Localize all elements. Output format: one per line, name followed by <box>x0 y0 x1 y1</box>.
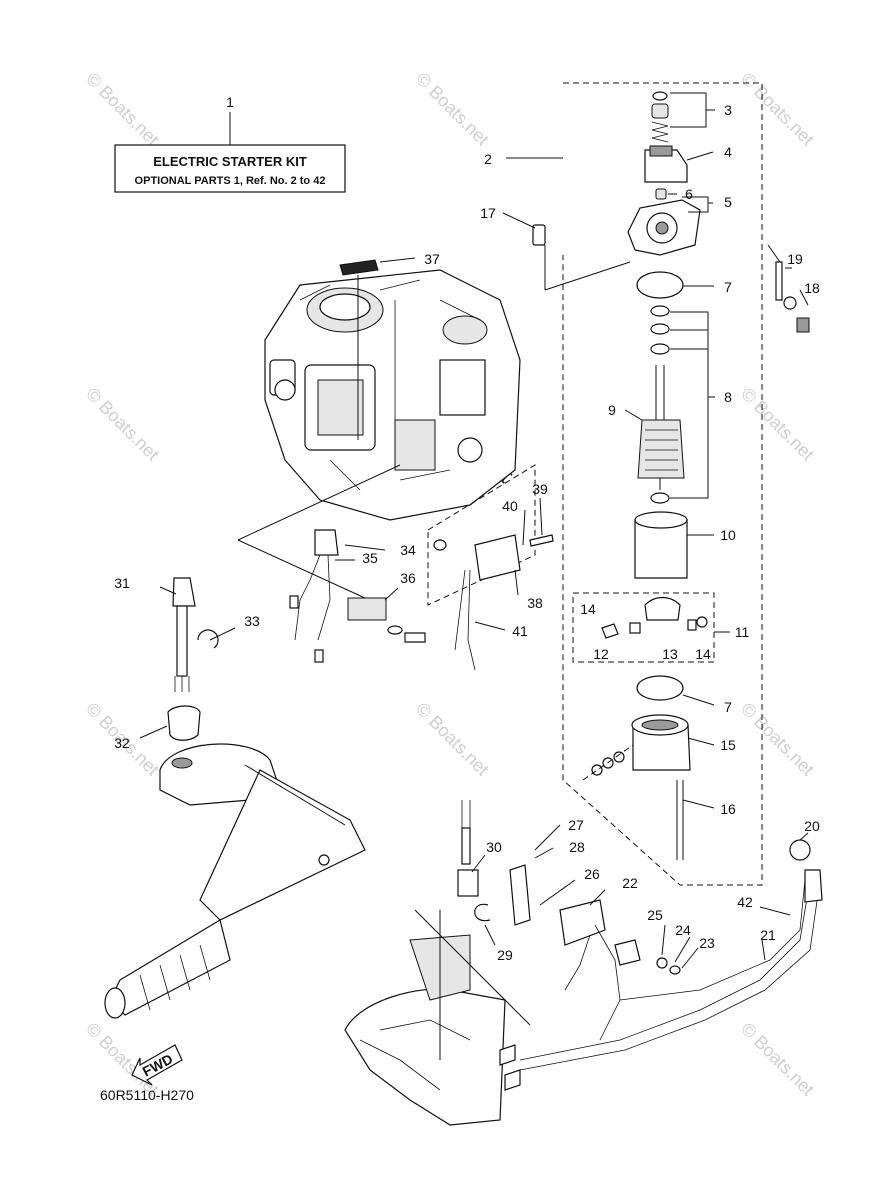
part-number-36: 36 <box>400 570 416 586</box>
watermark: © Boats.net <box>412 699 493 780</box>
part-number-17: 17 <box>480 205 496 221</box>
part-number-35: 35 <box>362 550 378 566</box>
part-number-7: 7 <box>724 279 732 295</box>
part-number-12: 12 <box>593 646 609 662</box>
part-number-14: 14 <box>580 601 596 617</box>
part-number-23: 23 <box>699 935 715 951</box>
watermark: © Boats.net <box>412 69 493 150</box>
watermark: © Boats.net <box>82 384 163 465</box>
part-number-20: 20 <box>804 818 820 834</box>
part-number-39: 39 <box>532 481 548 497</box>
part-number-26: 26 <box>584 866 600 882</box>
part-number-40: 40 <box>502 498 518 514</box>
part-number-8: 8 <box>724 389 732 405</box>
part-number-28: 28 <box>569 839 585 855</box>
part-number-25: 25 <box>647 907 663 923</box>
watermark: © Boats.net <box>82 69 163 150</box>
brush-holder-outline <box>572 592 715 663</box>
part-number-7-second: 7 <box>724 699 732 715</box>
engine-block <box>264 269 521 521</box>
part-number-10: 10 <box>720 527 736 543</box>
part-number-24: 24 <box>675 922 691 938</box>
part-number-11: 11 <box>735 624 750 640</box>
watermark: © Boats.net <box>737 1019 818 1100</box>
part-number-34: 34 <box>400 542 416 558</box>
part-number-21: 21 <box>760 927 776 943</box>
part-number-4: 4 <box>724 144 732 160</box>
part-number-37: 37 <box>424 251 440 267</box>
watermark: © Boats.net <box>737 69 818 150</box>
watermark: © Boats.net <box>737 384 818 465</box>
part-number-38: 38 <box>527 595 543 611</box>
kit-label-box: ELECTRIC STARTER KIT OPTIONAL PARTS 1, R… <box>114 112 346 193</box>
part-number-15: 15 <box>720 737 736 753</box>
part-number-27: 27 <box>568 817 584 833</box>
figure-code: 60R5110-H270 <box>100 1087 194 1103</box>
part-number-3: 3 <box>724 102 732 118</box>
part-number-16: 16 <box>720 801 736 817</box>
starter-kit-outline <box>562 82 763 886</box>
part-number-1: 1 <box>226 94 234 110</box>
kit-subtitle: OPTIONAL PARTS 1, Ref. No. 2 to 42 <box>135 175 326 187</box>
left-parts <box>167 259 426 741</box>
starter-assembly <box>532 91 810 860</box>
kit-title: ELECTRIC STARTER KIT <box>153 154 307 169</box>
part-number-13: 13 <box>662 646 678 662</box>
part-number-22: 22 <box>622 875 638 891</box>
part-number-6: 6 <box>685 186 693 202</box>
part-number-30: 30 <box>486 839 502 855</box>
part-number-18: 18 <box>804 280 820 296</box>
part-numbers: 1 2 3 4 5 6 7 8 9 10 11 12 13 14 14 15 1… <box>114 94 820 963</box>
cdi-unit <box>427 464 554 671</box>
part-number-19: 19 <box>787 251 803 267</box>
switch-and-leads <box>457 800 823 1091</box>
part-number-5: 5 <box>724 194 732 210</box>
tiller-handle <box>104 743 366 1019</box>
part-number-33: 33 <box>244 613 260 629</box>
part-number-32: 32 <box>114 735 130 751</box>
part-number-2: 2 <box>484 151 492 167</box>
part-number-31: 31 <box>114 575 130 591</box>
watermark: © Boats.net <box>737 699 818 780</box>
part-number-9: 9 <box>608 402 616 418</box>
leader-lines <box>139 92 809 969</box>
part-number-29: 29 <box>497 947 513 963</box>
part-number-41: 41 <box>512 623 528 639</box>
bottom-cowling <box>344 909 531 1126</box>
part-number-14-second: 14 <box>695 646 711 662</box>
part-number-42: 42 <box>737 894 753 910</box>
